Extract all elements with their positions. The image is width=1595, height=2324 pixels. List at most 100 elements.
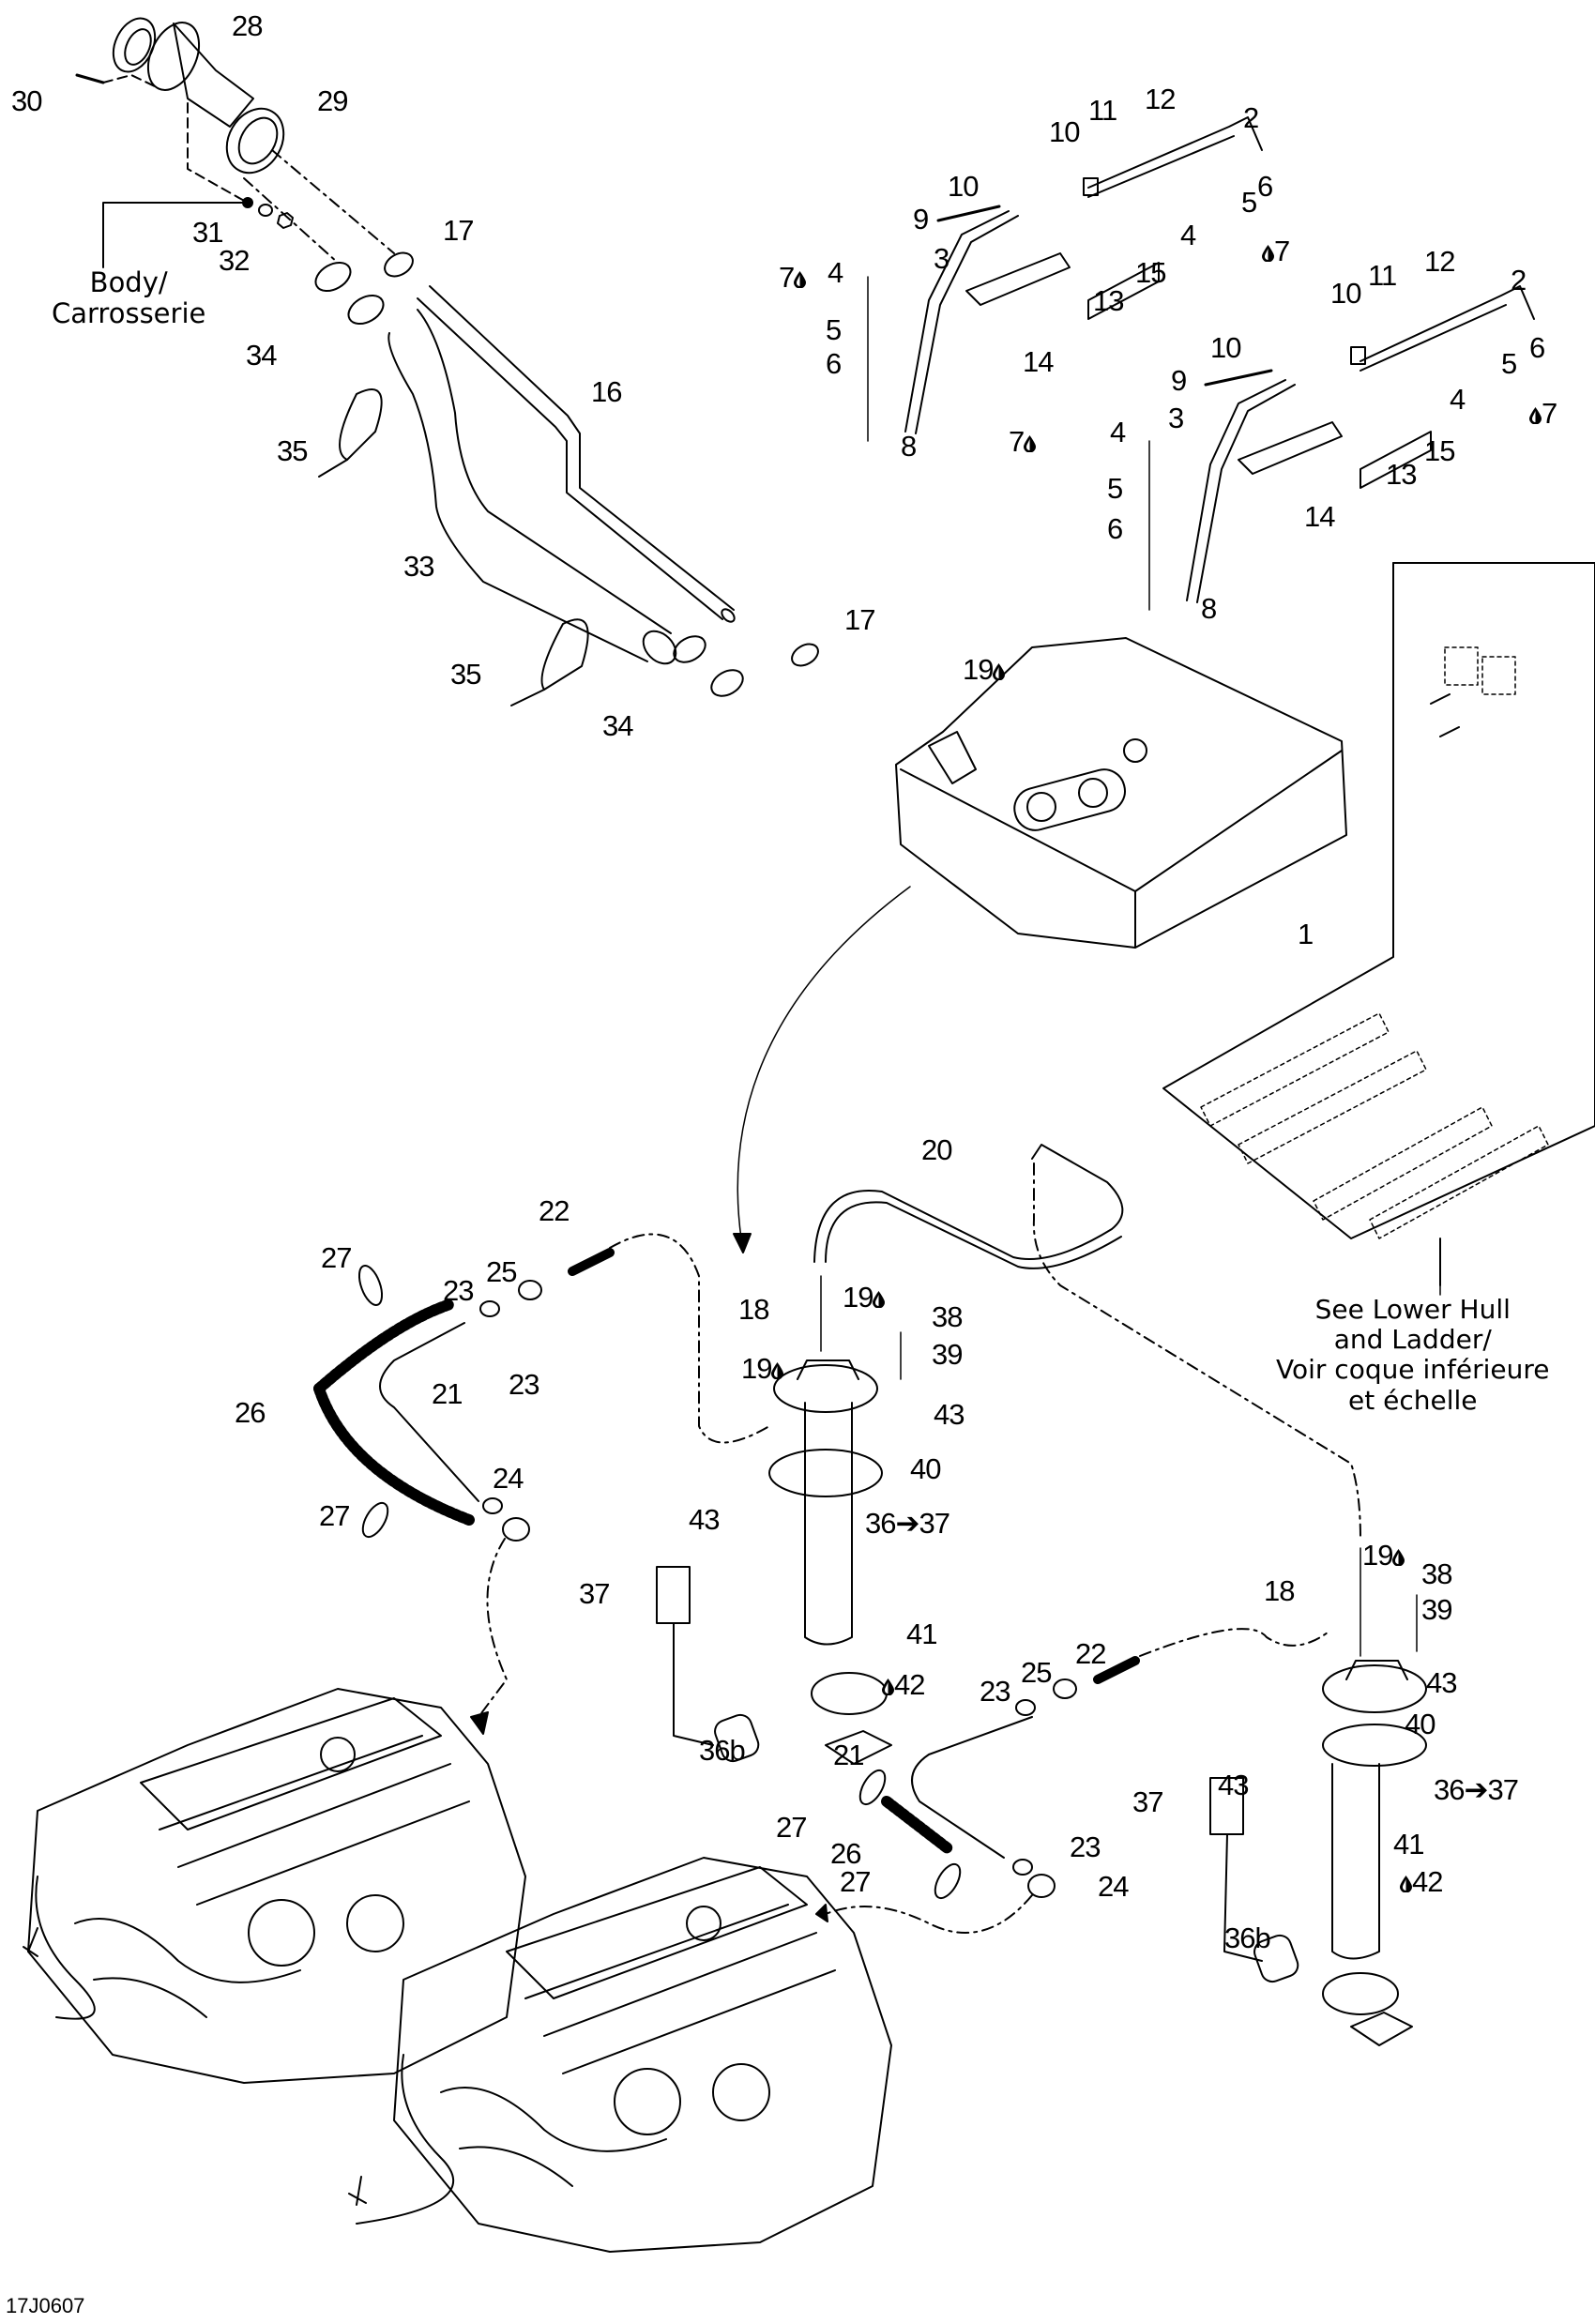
callout-number: 13 [1093,284,1124,317]
part-callout-7: 7 [1009,425,1037,458]
part-callout-37: 37 [1132,1787,1163,1816]
engine-1 [23,1688,526,2084]
callout-number: 6 [1529,331,1545,364]
part-callout-3637: 36➔37 [865,1509,950,1538]
part-callout-17: 17 [844,605,875,634]
part-callout-4: 4 [1180,220,1196,250]
callout-number: 10 [1049,115,1080,148]
callout-number: 19 [843,1281,873,1314]
callout-number: 2 [1511,264,1527,296]
drop-icon [882,1668,894,1701]
callout-number: 41 [906,1618,937,1650]
part-callout-43: 43 [1218,1770,1249,1800]
callout-number: 21 [432,1377,463,1410]
callout-number: 23 [980,1675,1010,1708]
part-callout-10: 10 [1049,115,1080,148]
callout-number: 27 [319,1499,350,1532]
callout-number: 38 [1421,1557,1452,1590]
part-callout-17: 17 [443,216,474,245]
callout-number: 15 [1424,434,1455,467]
callout-number: 12 [1424,245,1455,278]
part-callout-5: 5 [1501,349,1517,378]
callout-number: 26 [830,1837,861,1870]
callout-number: 7 [1542,397,1557,430]
part-callout-3637: 36➔37 [1434,1773,1519,1806]
part-callout-15: 15 [1424,434,1455,467]
callout-number: 4 [1110,416,1126,448]
part-callout-6: 6 [826,349,842,378]
callout-number: 33 [403,550,434,583]
filler-gasket-29 [225,107,285,175]
part-callout-6: 6 [1107,514,1123,543]
part-callout-21: 21 [833,1740,864,1770]
part-callout-22: 22 [539,1196,570,1225]
part-callout-27: 27 [319,1499,350,1532]
callout-number: 6 [1257,170,1273,203]
callout-number: 31 [192,216,223,249]
callout-number: 39 [932,1338,963,1371]
part-callout-42: 42 [882,1668,925,1701]
part-callout-27: 27 [321,1243,352,1272]
callout-number: 28 [232,9,263,42]
callout-number: 22 [1075,1637,1106,1670]
part-callout-36b: 36b [699,1736,746,1765]
part-callout-4: 4 [1110,416,1126,448]
callout-number: 36➔37 [1434,1773,1519,1806]
drop-icon [1400,1865,1412,1898]
callout-number: 23 [509,1368,539,1401]
tank-strap-assembly-1 [867,116,1263,442]
callout-number: 37 [579,1577,610,1610]
part-callout-19: 19 [1362,1541,1405,1570]
part-callout-6: 6 [1529,331,1545,364]
callout-number: 11 [1088,94,1117,127]
part-callout-41: 41 [1393,1830,1424,1859]
callout-number: 29 [317,84,348,117]
part-callout-12: 12 [1424,245,1455,278]
callout-number: 14 [1304,500,1335,533]
callout-number: 8 [901,430,917,463]
callout-number: 25 [1021,1656,1052,1689]
part-callout-43: 43 [689,1505,720,1534]
callout-number: 40 [1405,1708,1436,1740]
callout-number: 23 [1070,1830,1101,1863]
part-callout-26: 26 [235,1398,266,1427]
callout-number: 10 [1210,331,1241,364]
callout-number: 19 [741,1352,772,1385]
body-note-label: Body/ Carrosserie [52,266,206,330]
part-callout-11: 11 [1368,259,1397,292]
cable-ties-35 [318,388,589,706]
drop-icon [993,653,1006,686]
part-callout-43: 43 [934,1400,965,1429]
part-callout-42: 42 [1400,1865,1443,1898]
callout-number: 42 [1412,1865,1443,1898]
lower-hull-panel [1162,562,1595,1286]
callout-number: 11 [1368,259,1397,292]
callout-number: 25 [486,1255,517,1288]
callout-number: 10 [1330,277,1361,310]
callout-number: 8 [1201,592,1217,625]
drop-icon [1024,425,1037,458]
filler-hose-33 [387,309,677,665]
callout-number: 18 [738,1293,769,1326]
part-callout-25: 25 [486,1255,517,1288]
part-callout-15: 15 [1135,258,1166,287]
part-callout-28: 28 [232,9,263,42]
part-callout-30: 30 [11,86,42,115]
part-callout-39: 39 [932,1338,963,1371]
part-callout-9: 9 [913,205,929,234]
body-note-text: Body/ Carrosserie [52,266,206,330]
part-callout-7: 7 [779,263,807,292]
fuel-pump-assembly-2 [1209,1547,1427,2046]
callout-number: 3 [934,242,949,275]
callout-number: 5 [826,313,842,346]
part-callout-4: 4 [1450,385,1466,414]
callout-number: 43 [1426,1666,1457,1699]
part-callout-6: 6 [1257,170,1273,203]
callout-number: 35 [450,658,481,691]
callout-number: 19 [1362,1539,1393,1572]
drop-icon [873,1281,886,1314]
part-callout-2: 2 [1511,264,1527,296]
part-callout-3: 3 [934,244,949,273]
part-callout-40: 40 [910,1454,941,1483]
